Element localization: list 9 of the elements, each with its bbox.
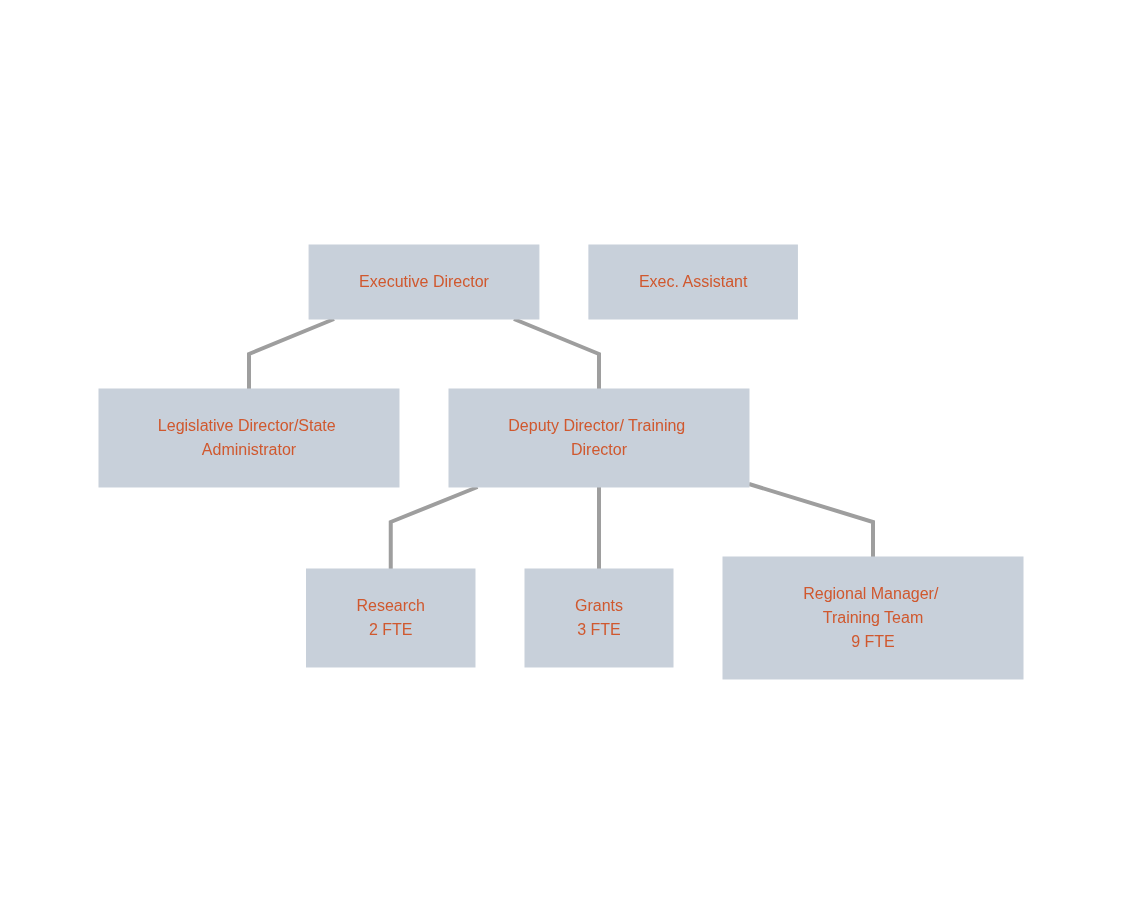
connector bbox=[748, 482, 875, 557]
node-box: Executive Director bbox=[308, 244, 540, 320]
connector bbox=[597, 487, 601, 569]
node-box: Exec. Assistant bbox=[588, 244, 798, 320]
node-box: Legislative Director/State Administrator bbox=[98, 388, 400, 488]
node-box: Grants 3 FTE bbox=[524, 568, 674, 668]
node-box: Regional Manager/ Training Team 9 FTE bbox=[722, 556, 1024, 680]
node-box: Research 2 FTE bbox=[306, 568, 476, 668]
node-box: Deputy Director/ Training Director bbox=[448, 388, 750, 488]
